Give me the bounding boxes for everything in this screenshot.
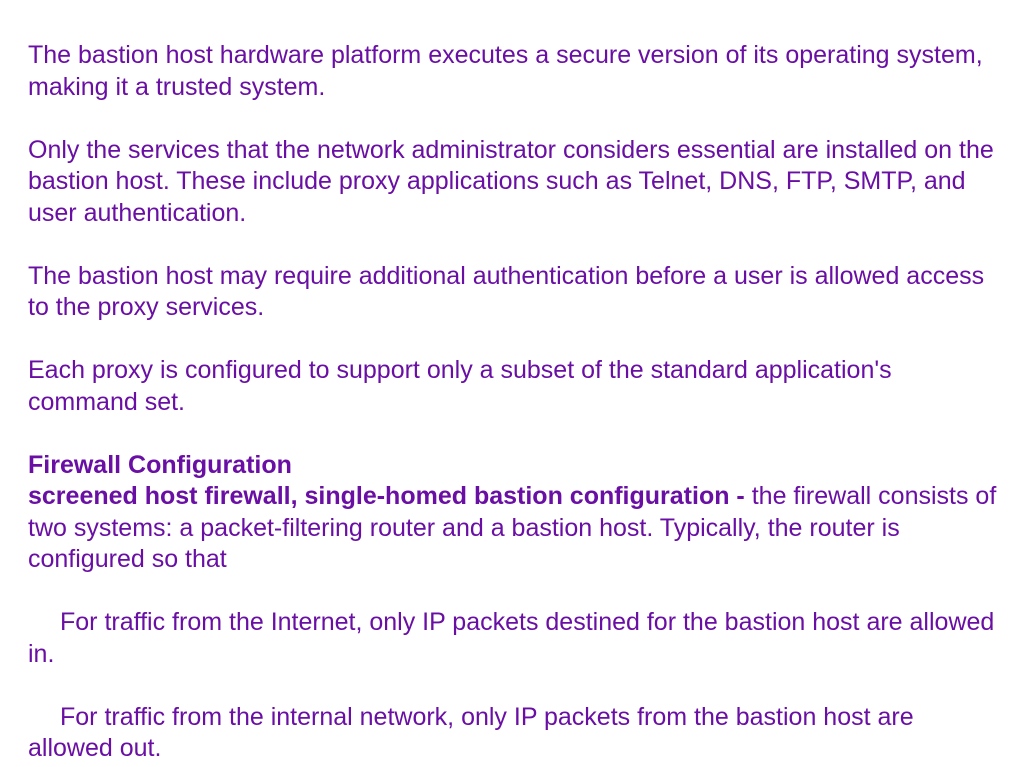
firewall-definition: the firewall consists of two systems: a … <box>28 482 997 573</box>
slide-body: The bastion host hardware platform execu… <box>28 40 1003 765</box>
paragraph-proxy-subset: Each proxy is configured to support only… <box>28 356 892 416</box>
firewall-configuration-heading: Firewall Configuration <box>28 450 292 479</box>
rule-outbound-traffic: For traffic from the internal network, o… <box>28 702 914 763</box>
firewall-term: screened host firewall, single-homed bas… <box>28 482 752 510</box>
firewall-definition-paragraph: screened host firewall, single-homed bas… <box>28 481 1003 576</box>
paragraph-trusted-system: The bastion host hardware platform execu… <box>28 41 983 101</box>
rule-inbound-traffic: For traffic from the Internet, only IP p… <box>28 608 995 668</box>
paragraph-essential-services: Only the services that the network admin… <box>28 135 994 227</box>
paragraph-additional-authentication: The bastion host may require additional … <box>28 261 985 322</box>
